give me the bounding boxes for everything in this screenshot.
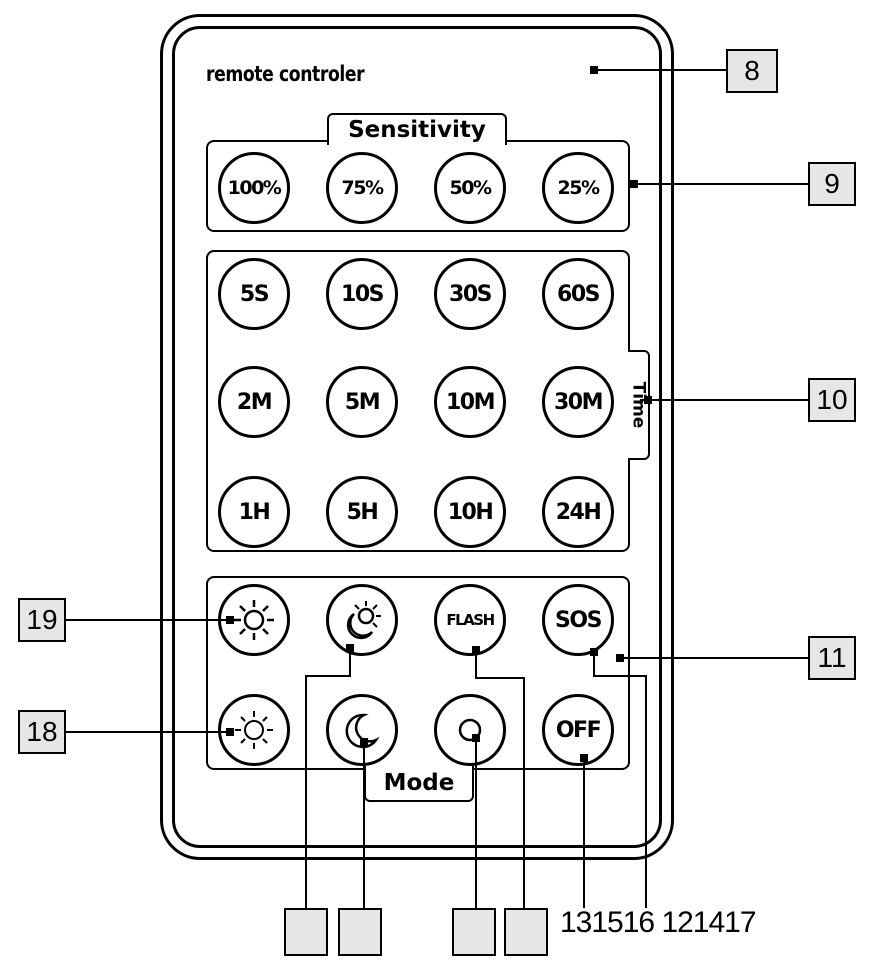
callout-9: 9 [808,162,856,206]
circle-button[interactable] [434,694,506,766]
callout-8: 8 [726,49,778,93]
sensitivity-100-button[interactable]: 100% [218,152,290,224]
sun-icon [234,600,274,640]
sensitivity-75-button[interactable]: 75% [326,152,398,224]
time-tab: Time [628,350,650,460]
mode-label: Mode [364,766,474,802]
time-10s-button[interactable]: 10S [326,258,398,330]
time-24h-button[interactable]: 24H [542,476,614,548]
time-30m-button[interactable]: 30M [542,366,614,438]
time-5h-button[interactable]: 5H [326,476,398,548]
callout-18: 18 [18,710,66,754]
callout-box-bottom-2 [338,908,382,956]
moon-icon [345,713,380,749]
time-30s-button[interactable]: 30S [434,258,506,330]
remote-body-inner [172,26,662,848]
time-60s-button[interactable]: 60S [542,258,614,330]
moon-sun-icon [346,601,381,640]
time-10m-button[interactable]: 10M [434,366,506,438]
sensitivity-25-button[interactable]: 25% [542,152,614,224]
sensitivity-label: Sensitivity [327,113,507,145]
remote-body-outer [160,14,674,860]
moon-button[interactable] [326,694,398,766]
circle-icon [458,718,482,742]
time-10h-button[interactable]: 10H [434,476,506,548]
sensitivity-50-button[interactable]: 50% [434,152,506,224]
callout-10: 10 [808,378,856,422]
sos-button[interactable]: SOS [542,584,614,656]
sun-outline-icon [235,711,273,749]
time-2m-button[interactable]: 2M [218,366,290,438]
remote-title: remote controler [206,62,365,86]
time-5m-button[interactable]: 5M [326,366,398,438]
time-5s-button[interactable]: 5S [218,258,290,330]
callout-11: 11 [808,636,856,680]
callout-box-bottom-4 [504,908,548,956]
callout-box-bottom-1 [284,908,328,956]
flash-button[interactable]: FLASH [434,584,506,656]
time-1h-button[interactable]: 1H [218,476,290,548]
indicator-dot [590,66,598,74]
bottom-callout-numbers: 131516 121417 [560,906,757,939]
off-button[interactable]: OFF [542,694,614,766]
callout-box-bottom-3 [452,908,496,956]
moon-sun-button[interactable] [326,584,398,656]
callout-19: 19 [18,598,66,642]
